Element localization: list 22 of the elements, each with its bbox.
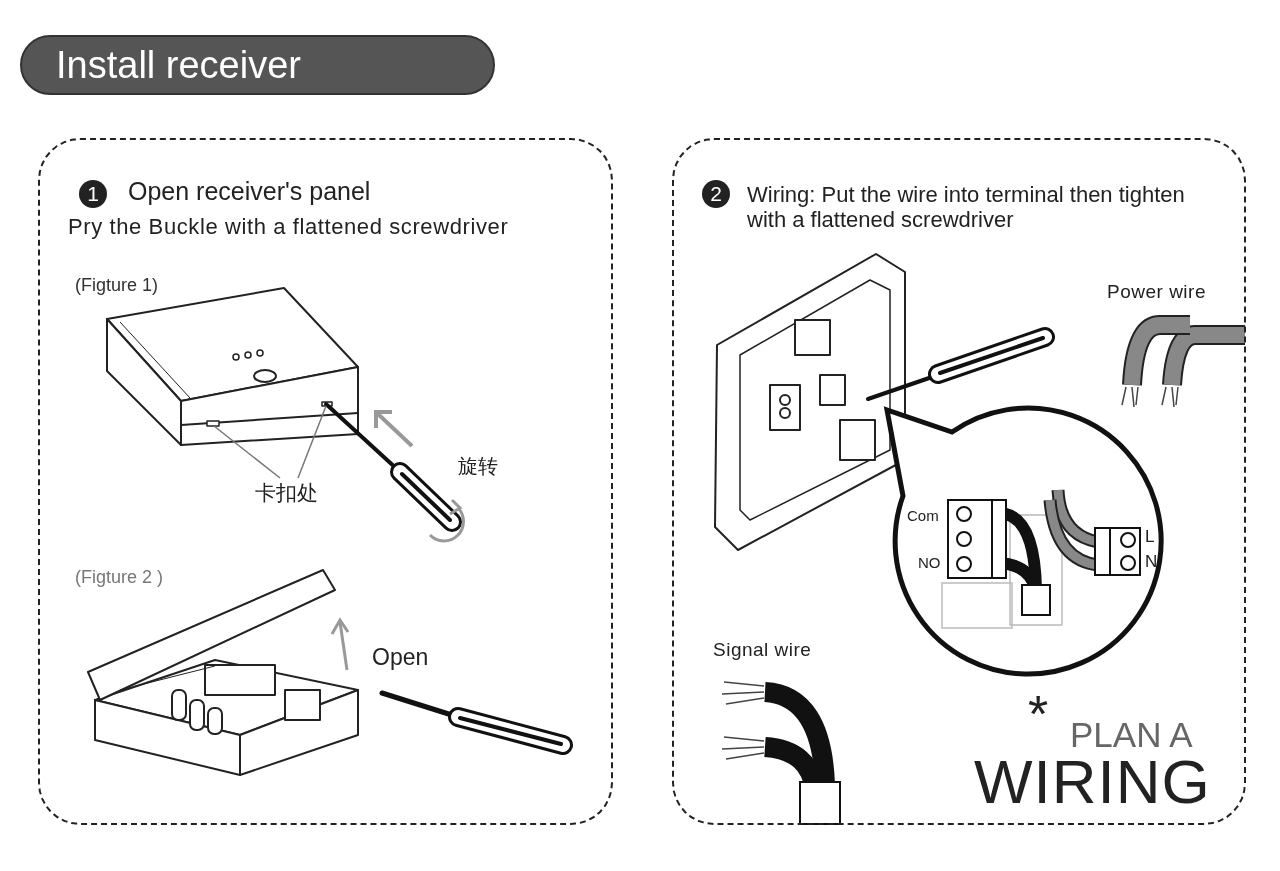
- leader-line: [297, 405, 327, 479]
- step-panel: [672, 138, 1246, 825]
- wire-label: Power wire: [1107, 282, 1206, 303]
- step-number-badge: 2: [702, 180, 730, 208]
- wire-label: Signal wire: [713, 640, 812, 661]
- asterisk-mark: *: [1028, 688, 1049, 740]
- terminal-label: N: [1145, 553, 1158, 572]
- step-heading: Open receiver's panel: [128, 178, 371, 206]
- callout-text: 卡扣处: [255, 480, 327, 506]
- figure-label: (Figture 1): [75, 276, 159, 296]
- terminal-label: Com: [907, 508, 939, 525]
- step-number-badge: 1: [79, 180, 107, 208]
- terminal-label: NO: [918, 555, 941, 572]
- rotate-label: 旋转: [458, 455, 498, 477]
- title-banner: Install receiver: [20, 35, 495, 95]
- figure-label: (Figture 2 ): [75, 568, 164, 588]
- terminal-label: L: [1145, 528, 1155, 547]
- step-panel: [38, 138, 613, 825]
- step-instruction: Wiring: Put the wire into terminal then tighten with a flattened screwdriver: [747, 182, 1186, 233]
- leader-line: [213, 425, 281, 479]
- step-instruction: Pry the Buckle with a flattened screwdriver: [68, 215, 509, 240]
- open-label: Open: [372, 645, 429, 671]
